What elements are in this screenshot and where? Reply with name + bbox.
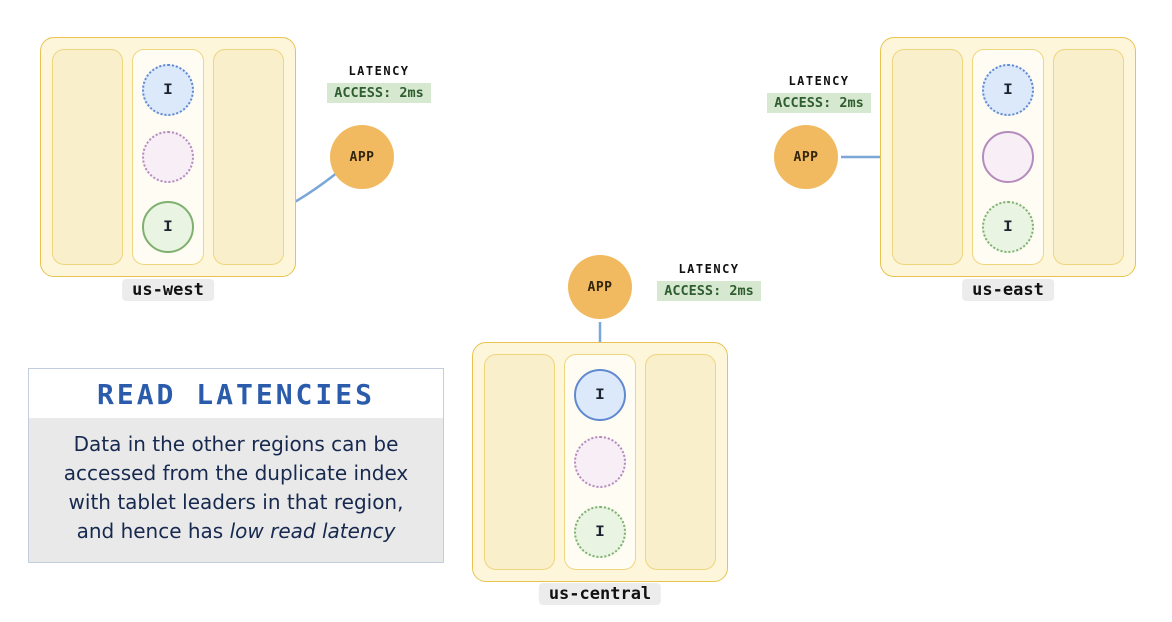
info-line-3: with tablet leaders in that region, xyxy=(68,490,404,514)
access-latency-badge: ACCESS: 2ms xyxy=(327,83,431,103)
app-circle-us-east: APP xyxy=(774,125,838,189)
info-line-4: and hence has low read latency xyxy=(37,517,435,546)
info-line-1: Data in the other regions can be xyxy=(73,432,399,456)
tablet-column-left xyxy=(484,354,556,570)
tablet-column-left xyxy=(892,49,964,265)
index-column: I I xyxy=(564,354,636,570)
latency-callout-us-west: LATENCY ACCESS: 2ms xyxy=(320,64,438,103)
index-node-blue: I xyxy=(573,369,626,421)
tablet-node-purple xyxy=(981,131,1034,183)
info-box-title: READ LATENCIES xyxy=(96,378,375,411)
tablet-node-purple xyxy=(573,436,626,488)
index-node-green: I xyxy=(141,201,194,253)
index-node-label: I xyxy=(595,386,605,404)
access-latency-badge: ACCESS: 2ms xyxy=(657,281,761,301)
index-node-green: I xyxy=(981,201,1034,253)
latency-callout-us-central: LATENCY ACCESS: 2ms xyxy=(650,262,768,301)
access-latency-badge: ACCESS: 2ms xyxy=(767,93,871,113)
index-column: I I xyxy=(132,49,204,265)
index-node-green: I xyxy=(573,506,626,558)
index-node-label: I xyxy=(163,81,173,99)
latency-callout-us-east: LATENCY ACCESS: 2ms xyxy=(760,74,878,113)
tablet-column-right xyxy=(212,49,284,265)
tablet-column-right xyxy=(644,354,716,570)
app-circle-us-west: APP xyxy=(330,125,394,189)
region-label-us-central: us-central xyxy=(538,583,662,605)
latency-title: LATENCY xyxy=(788,74,850,88)
latency-title: LATENCY xyxy=(348,64,410,78)
index-node-label: I xyxy=(595,523,605,541)
index-node-label: I xyxy=(163,218,173,236)
region-label-us-east: us-east xyxy=(962,279,1054,301)
tablet-column-left xyxy=(52,49,124,265)
index-node-blue: I xyxy=(981,64,1034,116)
tablet-column-right xyxy=(1052,49,1124,265)
info-box-body: Data in the other regions can be accesse… xyxy=(29,418,443,562)
info-line-4-italic: low read latency xyxy=(229,519,396,543)
index-column: I I xyxy=(972,49,1044,265)
region-us-central: I I xyxy=(472,342,728,582)
region-label-us-west: us-west xyxy=(122,279,214,301)
info-line-2: accessed from the duplicate index xyxy=(63,461,409,485)
region-us-east: I I xyxy=(880,37,1136,277)
index-node-blue: I xyxy=(141,64,194,116)
info-box: READ LATENCIES Data in the other regions… xyxy=(28,368,444,563)
index-node-label: I xyxy=(1003,81,1013,99)
tablet-node-purple xyxy=(141,131,194,183)
index-node-label: I xyxy=(1003,218,1013,236)
app-circle-us-central: APP xyxy=(568,255,632,319)
latency-title: LATENCY xyxy=(678,262,740,276)
region-us-west: I I xyxy=(40,37,296,277)
info-line-4-prefix: and hence has xyxy=(76,519,230,543)
